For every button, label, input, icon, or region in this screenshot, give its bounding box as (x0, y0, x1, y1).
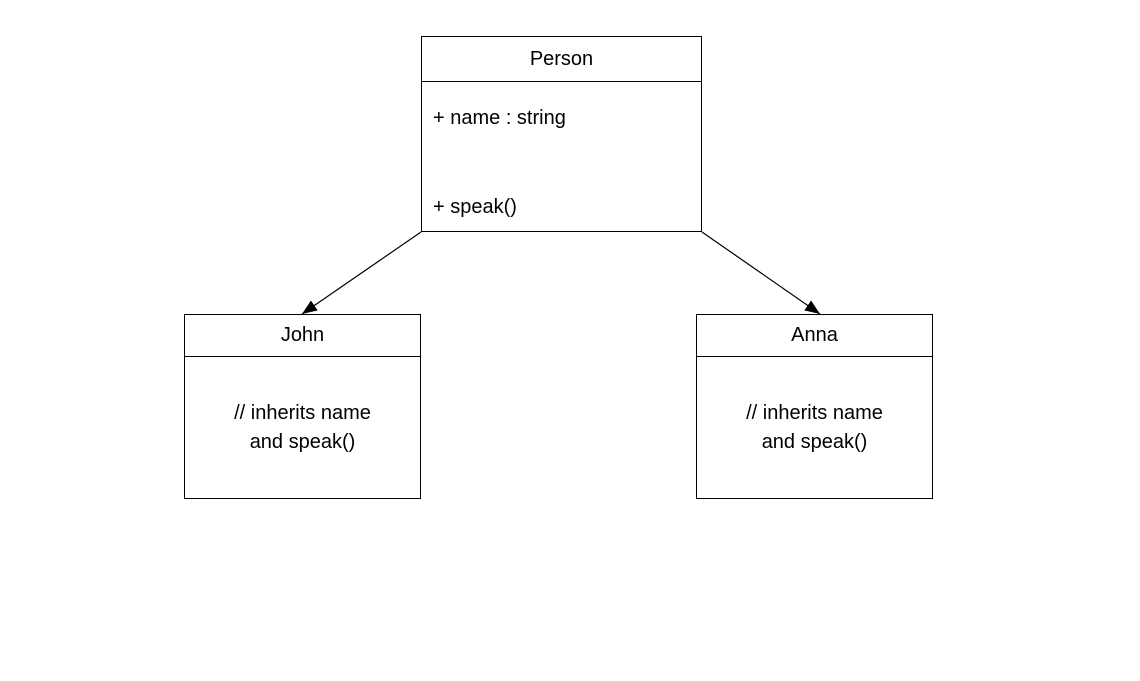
person-method-speak: + speak() (433, 196, 517, 218)
arrow-person-to-anna (701, 231, 821, 315)
class-title-anna: Anna (697, 315, 932, 357)
class-box-person: Person + name : string + speak() (421, 36, 702, 232)
person-attribute-name: + name : string (433, 107, 566, 129)
class-box-anna: Anna // inherits name and speak() (696, 314, 933, 499)
class-body-anna: // inherits name and speak() (697, 357, 932, 498)
john-note-line1: // inherits name (234, 401, 371, 424)
class-box-john: John // inherits name and speak() (184, 314, 421, 499)
john-note-line2: and speak() (249, 430, 356, 453)
class-title-person: Person (422, 37, 701, 82)
arrow-person-to-john (301, 231, 422, 315)
class-title-john: John (185, 315, 420, 357)
class-body-john: // inherits name and speak() (185, 357, 420, 498)
anna-note-line1: // inherits name (746, 401, 883, 424)
anna-note-line2: and speak() (761, 430, 868, 453)
